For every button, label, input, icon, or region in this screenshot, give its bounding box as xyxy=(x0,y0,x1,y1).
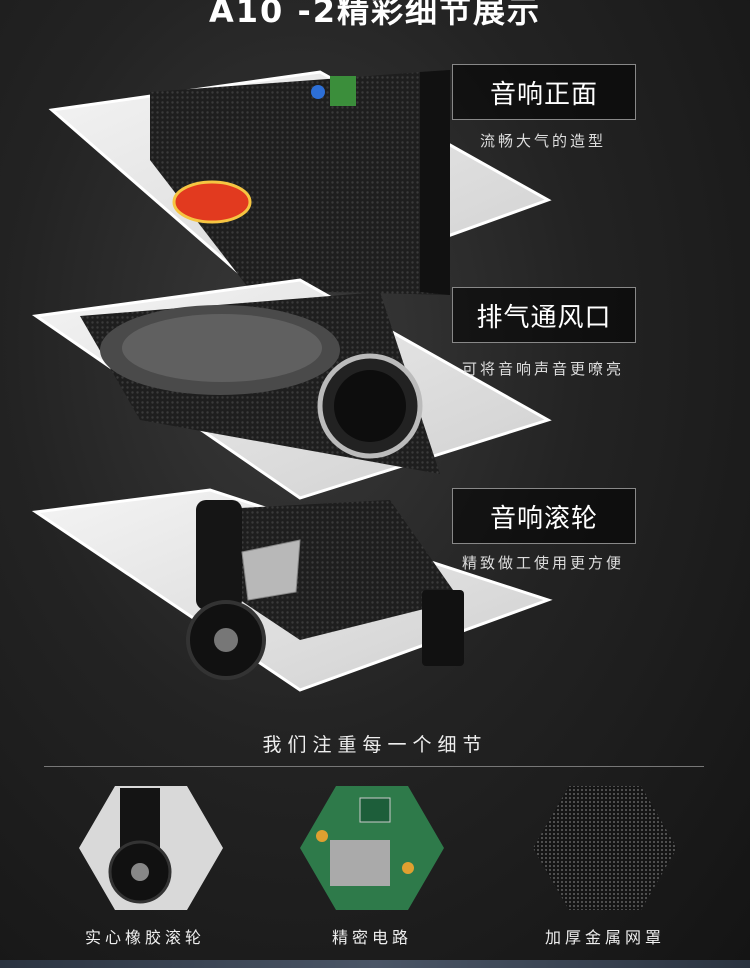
section-divider xyxy=(44,766,704,767)
detail-title-wheel: 音响滚轮 xyxy=(452,488,636,544)
bottom-strip xyxy=(0,960,750,968)
feature-caption-wheel: 实心橡胶滚轮 xyxy=(84,928,205,947)
detail-subtitle-wheel: 精致做工使用更方便 xyxy=(461,554,624,572)
page-title: A10 -2精彩细节展示 xyxy=(209,0,541,30)
feature-caption-circuit: 精密电路 xyxy=(331,928,412,947)
section-title: 我们注重每一个细节 xyxy=(262,734,488,756)
feature-caption-mesh: 加厚金属网罩 xyxy=(544,928,665,947)
feature-wheel-image xyxy=(79,786,223,910)
feature-mesh-image xyxy=(533,786,677,910)
feature-circuit-image xyxy=(300,786,444,910)
detail-subtitle-front: 流畅大气的造型 xyxy=(479,132,606,150)
detail-title-vent: 排气通风口 xyxy=(452,287,636,343)
detail-subtitle-vent: 可将音响声音更嘹亮 xyxy=(461,360,624,378)
detail-title-front: 音响正面 xyxy=(452,64,636,120)
